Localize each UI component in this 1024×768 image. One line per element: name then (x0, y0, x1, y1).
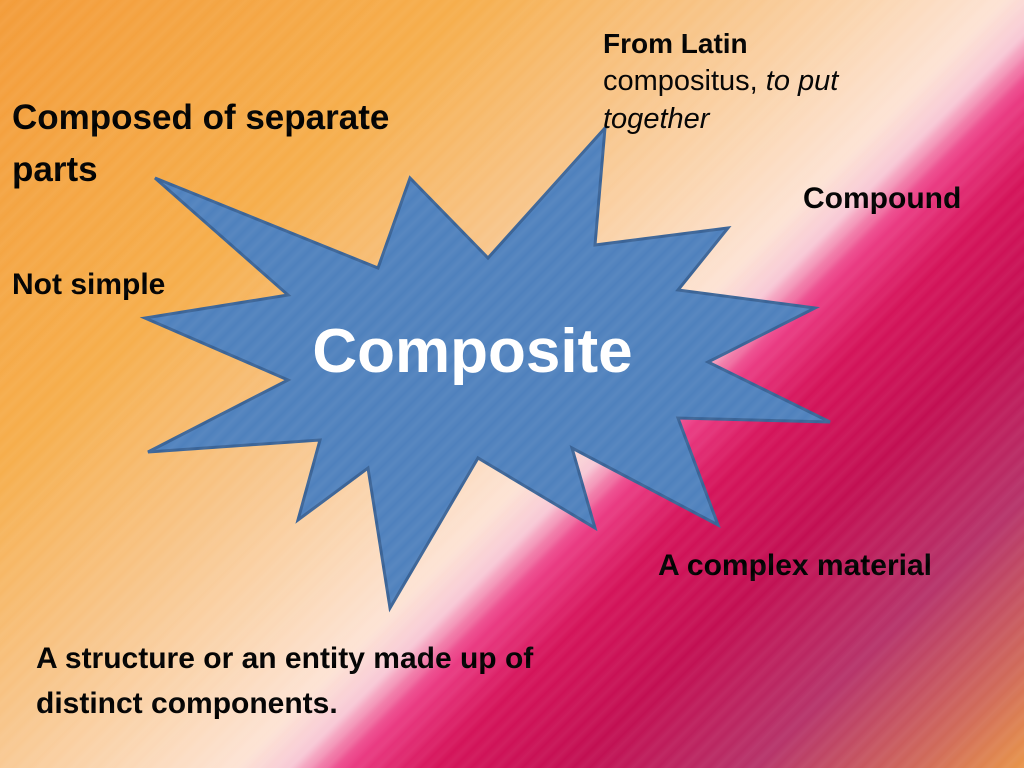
etymology-line: compositus, to put together (603, 62, 903, 138)
definition-not-simple: Not simple (12, 268, 166, 301)
definition-complex-material: A complex material (658, 549, 932, 582)
definition-separate-parts: Composed of separate parts (12, 98, 390, 189)
etymology-title: From Latin (603, 28, 748, 59)
latin-meaning: to put together (603, 65, 839, 135)
latin-word: compositus, (603, 65, 758, 97)
center-word: Composite (312, 317, 633, 386)
etymology-block: From Latin compositus, to put together (603, 26, 903, 138)
definition-structure-entity: A structure or an entity made up of dist… (36, 642, 534, 720)
synonym-compound: Compound (803, 182, 962, 215)
starburst-polygon (139, 123, 831, 613)
